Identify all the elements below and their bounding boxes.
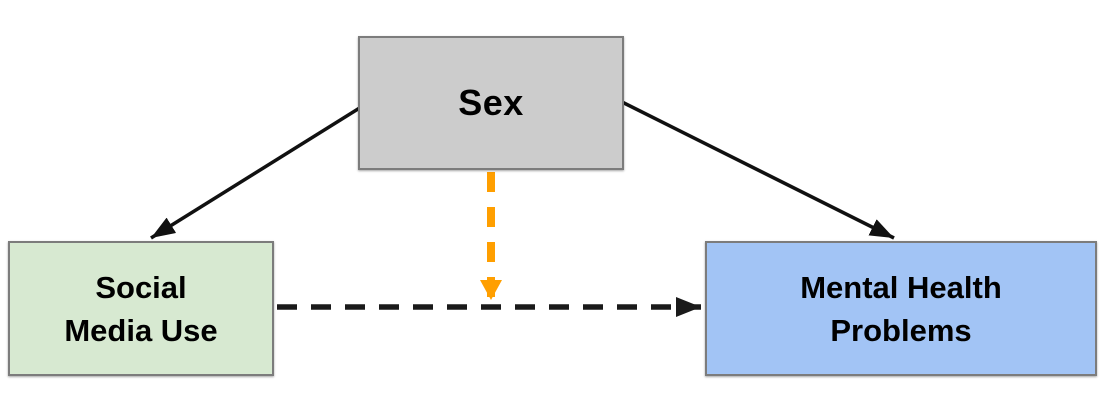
node-sex-label: Sex	[458, 82, 524, 123]
node-social-media-use-label-line2: Media Use	[64, 312, 218, 348]
node-social-media-use: Social Media Use	[8, 241, 274, 376]
node-sex: Sex	[358, 36, 624, 170]
edge-sex-to-social-media-use	[150, 102, 367, 240]
node-mental-health-problems: Mental Health Problems	[705, 241, 1097, 376]
node-mental-health-problems-label-line1: Mental Health	[800, 269, 1002, 305]
node-social-media-use-label-line1: Social	[95, 269, 187, 305]
node-mental-health-problems-label-line2: Problems	[830, 312, 972, 348]
edge-sex-to-mental-health-problems	[619, 99, 895, 240]
